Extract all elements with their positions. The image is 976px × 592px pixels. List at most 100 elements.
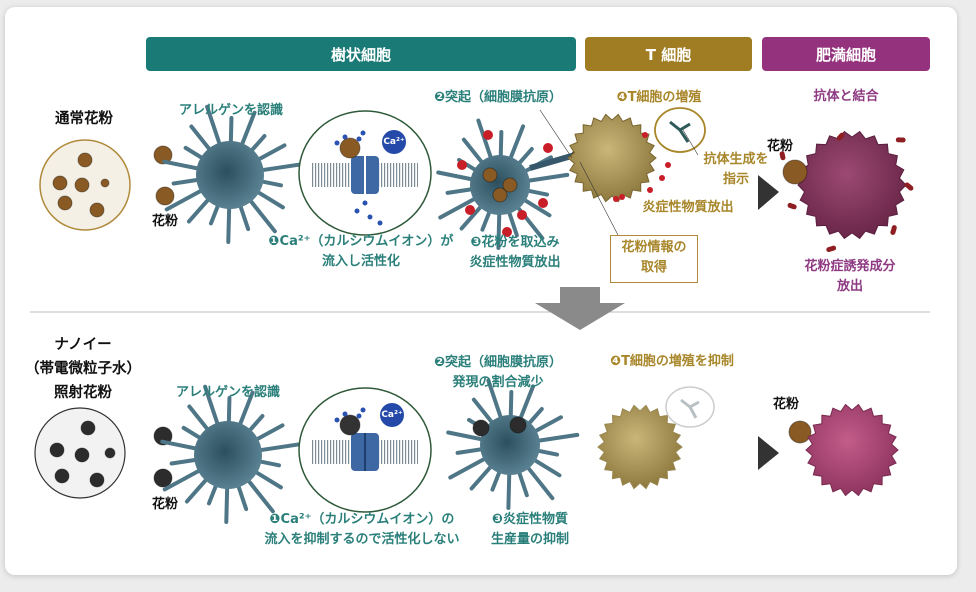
pollen-grain xyxy=(153,145,173,165)
pollen-grain xyxy=(77,152,93,168)
inflammatory-substance xyxy=(665,162,671,168)
calcium-ion xyxy=(377,220,383,226)
pollen-grain xyxy=(502,177,518,193)
pollen-grain xyxy=(57,195,73,211)
pollen-grain xyxy=(54,468,70,484)
allergen-release-label-2: 放出 xyxy=(836,279,864,294)
pollen-grain xyxy=(89,202,105,218)
antibody-instruction-2: 指示 xyxy=(722,172,750,187)
calcium-ion xyxy=(354,208,360,214)
step4-label: ❹T細胞の増殖 xyxy=(616,90,702,105)
allergen-particle xyxy=(908,185,914,191)
allergen-particle xyxy=(890,229,896,235)
dendritic-cell xyxy=(470,155,530,215)
normal-row-artwork xyxy=(39,104,914,253)
calcium-ion xyxy=(360,407,366,413)
calcium-ion xyxy=(334,140,340,146)
step1-label: ❶Ca²⁺（カルシウムイオン）の xyxy=(269,512,455,527)
mast-cell xyxy=(805,403,899,497)
inflammatory-substance xyxy=(659,175,665,181)
step1-label-2: 流入を抑制するので活性化しない xyxy=(264,532,460,547)
pollen-info-box: 花粉情報の 取得 xyxy=(610,235,698,283)
t-cell xyxy=(567,113,657,203)
nanoe-title-2: （帯電微粒子水） xyxy=(25,361,141,377)
pollen-grain xyxy=(788,420,812,444)
pollen-label: 花粉 xyxy=(152,497,179,512)
step2-label-2: 発現の割合減少 xyxy=(452,375,544,390)
inflammatory-substance xyxy=(517,210,527,220)
pollen-grain xyxy=(153,468,173,488)
pollen-grain xyxy=(782,159,808,185)
antibody-icon xyxy=(680,398,700,419)
pollen-grain xyxy=(509,416,527,434)
allergen-particle xyxy=(779,151,785,157)
recognize-label: アレルゲンを認識 xyxy=(175,385,281,400)
pollen-grain xyxy=(74,177,90,193)
recognize-label: アレルゲンを認識 xyxy=(178,103,284,118)
allergen-particle xyxy=(839,132,845,138)
antibody-icon xyxy=(669,120,691,143)
leader-line xyxy=(539,109,573,159)
pollen-grain xyxy=(80,420,96,436)
inflammatory-substance xyxy=(483,130,493,140)
calcium-ion xyxy=(367,214,373,220)
dendritic-cell xyxy=(480,415,540,475)
nanoe-title: ナノイー xyxy=(54,337,112,353)
step3-label-2: 炎症性物質放出 xyxy=(469,255,561,270)
allergen-particle xyxy=(787,202,793,208)
pollen-grain xyxy=(89,472,105,488)
right-arrow-icon xyxy=(758,175,779,210)
header-dendritic-cell: 樹状細胞 xyxy=(146,37,576,71)
inflammatory-release-label: 炎症性物質放出 xyxy=(642,200,734,215)
calcium-ion-badge: Ca²⁺ xyxy=(380,403,404,427)
pollen-grain xyxy=(339,137,361,159)
step1-label-2: 流入し活性化 xyxy=(321,254,401,269)
pollen-grain xyxy=(482,167,498,183)
inflammatory-substance xyxy=(619,194,625,200)
step3-label: ❸花粉を取込み xyxy=(470,235,560,250)
inflammatory-substance xyxy=(465,205,475,215)
pollen-info-label: 花粉情報の xyxy=(621,240,687,255)
antibody-instruction: 抗体生成を xyxy=(703,152,769,167)
leader-line xyxy=(682,129,699,156)
pollen-grain xyxy=(49,442,65,458)
calcium-ion-badge: Ca²⁺ xyxy=(382,130,406,154)
step4-label: ❹T細胞の増殖を抑制 xyxy=(610,354,734,369)
right-arrow-icon xyxy=(758,436,779,470)
header-t-cell: T 細胞 xyxy=(585,37,752,71)
normal-pollen-title: 通常花粉 xyxy=(55,111,113,127)
calcium-ion xyxy=(334,417,340,423)
step3-label-2: 生産量の抑制 xyxy=(490,532,570,547)
step2-label: ❷突起（細胞膜抗原） xyxy=(433,355,563,370)
inflammatory-substance xyxy=(543,143,553,153)
inflammatory-substance xyxy=(457,160,467,170)
pollen-grain xyxy=(472,419,490,437)
t-cell xyxy=(597,404,683,490)
calcium-ion xyxy=(356,136,362,142)
dendritic-cell xyxy=(196,141,264,209)
inflammatory-substance xyxy=(613,196,619,202)
mast-cell xyxy=(797,130,907,240)
calcium-ion xyxy=(356,413,362,419)
inflammatory-substance xyxy=(642,132,648,138)
pollen-info-label-2: 取得 xyxy=(640,260,668,275)
pollen-grain xyxy=(155,186,175,206)
step3-label: ❸炎症性物質 xyxy=(491,512,569,527)
pollen-grain xyxy=(52,175,68,191)
inflammatory-substance xyxy=(647,187,653,193)
pollen-label: 花粉 xyxy=(152,214,179,229)
step2-label: ❷突起（細胞膜抗原） xyxy=(433,90,563,105)
calcium-ion xyxy=(360,130,366,136)
pollen-grain xyxy=(153,426,173,446)
antibody-bind-label: 抗体と結合 xyxy=(813,89,879,104)
allergen-release-label: 花粉症誘発成分 xyxy=(804,259,896,274)
step1-label: ❶Ca²⁺（カルシウムイオン）が xyxy=(268,234,454,249)
mast-pollen-label: 花粉 xyxy=(767,139,794,154)
inflammatory-substance xyxy=(502,227,512,237)
allergen-particle xyxy=(826,247,832,253)
down-arrow-icon xyxy=(535,287,625,330)
pollen-grain xyxy=(492,187,508,203)
inflammatory-substance xyxy=(538,198,548,208)
mast-pollen-label: 花粉 xyxy=(773,397,800,412)
calcium-ion xyxy=(362,200,368,206)
